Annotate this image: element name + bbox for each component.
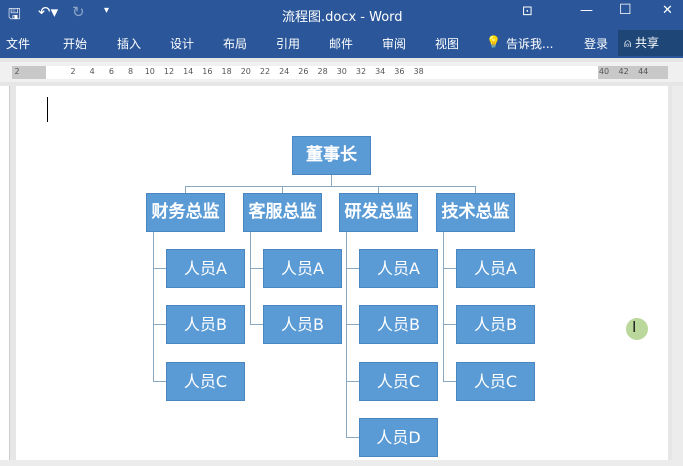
ruler-tick: 22 bbox=[259, 67, 271, 76]
ruler-tick: 12 bbox=[163, 67, 175, 76]
lightbulb-icon: 💡 bbox=[486, 35, 501, 49]
tab-review[interactable]: 审阅 bbox=[382, 37, 407, 51]
connector bbox=[331, 175, 332, 186]
undo-icon[interactable]: ↶▾ bbox=[38, 3, 59, 21]
title-bar: 🖫 ↶▾ ↻ ▾ 流程图.docx - Word ⊡ — ☐ ✕ bbox=[0, 0, 683, 28]
connector bbox=[346, 268, 359, 269]
org-node-manager[interactable]: 研发总监 bbox=[339, 193, 418, 232]
connector bbox=[443, 232, 444, 381]
org-node-staff[interactable]: 人员B bbox=[456, 305, 535, 344]
text-cursor bbox=[47, 97, 48, 122]
ruler-tick: 28 bbox=[317, 67, 328, 76]
ruler-tick: 44 bbox=[638, 67, 649, 76]
ribbon-tabs: 文件 开始 插入 设计 布局 引用 邮件 审阅 视图 💡 告诉我... 登录 ⍝… bbox=[0, 28, 683, 58]
org-node-staff[interactable]: 人员D bbox=[359, 418, 438, 457]
connector bbox=[185, 186, 186, 194]
org-node-root[interactable]: 董事长 bbox=[292, 136, 371, 175]
ruler-tick: 8 bbox=[128, 67, 134, 76]
ruler-tick: 2 bbox=[14, 67, 20, 76]
horizontal-scrollbar[interactable] bbox=[0, 460, 683, 466]
tab-file[interactable]: 文件 bbox=[6, 37, 31, 51]
tab-mailings[interactable]: 邮件 bbox=[329, 37, 354, 51]
org-node-staff[interactable]: 人员A bbox=[359, 249, 438, 288]
vertical-scrollbar[interactable] bbox=[672, 86, 683, 460]
org-node-staff[interactable]: 人员C bbox=[166, 362, 245, 401]
ruler-tick: 2 bbox=[70, 67, 76, 76]
tab-references[interactable]: 引用 bbox=[276, 37, 301, 51]
org-node-staff[interactable]: 人员B bbox=[263, 305, 342, 344]
person-add-icon: ⍝ bbox=[624, 36, 636, 50]
connector bbox=[282, 186, 283, 194]
connector bbox=[346, 381, 359, 382]
share-label: 共享 bbox=[635, 36, 660, 50]
org-node-staff[interactable]: 人员B bbox=[359, 305, 438, 344]
ruler-tick: 24 bbox=[279, 67, 290, 76]
share-button[interactable]: ⍝ 共享 bbox=[618, 30, 683, 56]
connector bbox=[443, 381, 456, 382]
minimize-icon[interactable]: — bbox=[580, 3, 593, 18]
connector bbox=[153, 268, 166, 269]
close-icon[interactable]: ✕ bbox=[662, 3, 673, 18]
ruler-tick: 42 bbox=[618, 67, 629, 76]
tab-design[interactable]: 设计 bbox=[170, 37, 195, 51]
ruler-tick: 14 bbox=[183, 67, 194, 76]
ruler-tick: 26 bbox=[298, 67, 309, 76]
connector bbox=[250, 268, 263, 269]
ruler-tick: 32 bbox=[355, 67, 367, 76]
org-node-manager[interactable]: 财务总监 bbox=[146, 193, 225, 232]
org-node-staff[interactable]: 人员A bbox=[263, 249, 342, 288]
connector bbox=[153, 324, 166, 325]
org-node-staff[interactable]: 人员B bbox=[166, 305, 245, 344]
tab-view[interactable]: 视图 bbox=[435, 37, 460, 51]
tab-home[interactable]: 开始 bbox=[63, 37, 88, 51]
org-node-manager[interactable]: 客服总监 bbox=[243, 193, 322, 232]
org-node-staff[interactable]: 人员C bbox=[359, 362, 438, 401]
connector bbox=[346, 437, 359, 438]
ruler-tick: 36 bbox=[394, 67, 405, 76]
connector bbox=[346, 232, 347, 437]
ribbon-display-icon[interactable]: ⊡ bbox=[522, 4, 533, 19]
ruler-tick: 10 bbox=[144, 67, 155, 76]
org-node-staff[interactable]: 人员A bbox=[456, 249, 535, 288]
vertical-ruler[interactable] bbox=[0, 86, 10, 466]
connector bbox=[475, 186, 476, 194]
ruler-tick: 34 bbox=[375, 67, 386, 76]
connector bbox=[250, 324, 263, 325]
ruler-tick: 30 bbox=[336, 67, 347, 76]
connector bbox=[346, 324, 359, 325]
connector bbox=[185, 186, 475, 187]
connector bbox=[443, 324, 456, 325]
connector bbox=[153, 381, 166, 382]
ruler-tick: 38 bbox=[413, 67, 424, 76]
tab-insert[interactable]: 插入 bbox=[117, 37, 142, 51]
customize-icon[interactable]: ▾ bbox=[104, 5, 110, 16]
ibeam-cursor-icon: I bbox=[632, 318, 637, 336]
connector bbox=[378, 186, 379, 194]
ruler-tick: 6 bbox=[108, 67, 114, 76]
signin-link[interactable]: 登录 bbox=[584, 37, 609, 51]
org-node-manager[interactable]: 技术总监 bbox=[436, 193, 515, 232]
connector bbox=[153, 232, 154, 381]
org-node-staff[interactable]: 人员C bbox=[456, 362, 535, 401]
redo-icon[interactable]: ↻ bbox=[72, 3, 85, 21]
tab-layout[interactable]: 布局 bbox=[223, 37, 248, 51]
maximize-icon[interactable]: ☐ bbox=[619, 2, 632, 18]
org-node-staff[interactable]: 人员A bbox=[166, 249, 245, 288]
ruler-tick: 20 bbox=[240, 67, 251, 76]
window-title: 流程图.docx - Word bbox=[282, 10, 403, 25]
tell-me-box[interactable]: 告诉我... bbox=[506, 37, 554, 51]
mouse-highlight bbox=[626, 318, 648, 340]
save-icon[interactable]: 🖫 bbox=[8, 5, 21, 23]
connector bbox=[250, 232, 251, 324]
ruler-tick: 40 bbox=[598, 67, 610, 76]
connector bbox=[443, 268, 456, 269]
ruler-tick: 16 bbox=[202, 67, 213, 76]
ruler-tick: 18 bbox=[221, 67, 232, 76]
ruler-tick: 4 bbox=[89, 67, 95, 76]
